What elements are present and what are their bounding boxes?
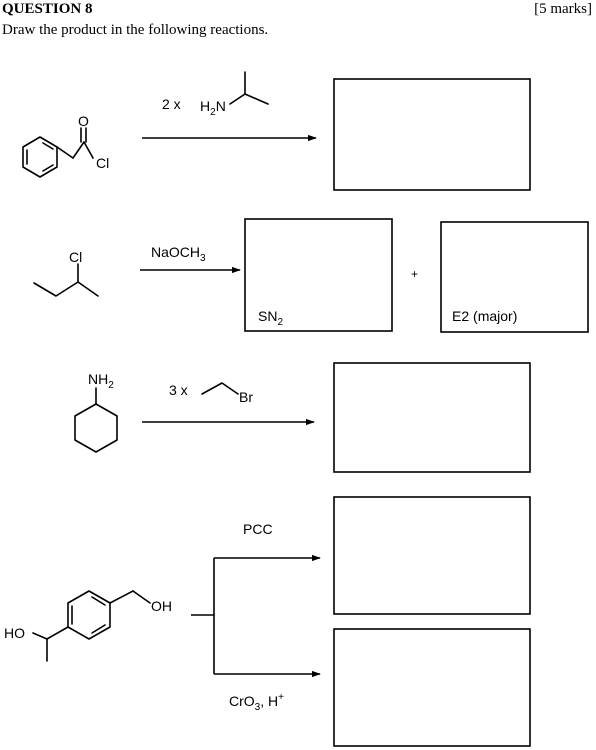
chlorine-label-2: Cl <box>69 249 82 265</box>
answer-box-pcc[interactable] <box>333 496 531 615</box>
ethyl-bromide-reagent: 3 x Br <box>169 382 253 405</box>
isopropylamine-reagent: 2 x H2N <box>162 71 269 118</box>
reaction-3: NH2 3 x Br <box>74 362 531 473</box>
pcc-label: PCC <box>243 521 273 537</box>
hydroxyl-label-left: HO <box>4 625 25 641</box>
reaction-1: O Cl 2 x H2N <box>22 71 531 191</box>
answer-box-sn2[interactable] <box>244 218 393 332</box>
amine-group-label: H2N <box>200 98 226 118</box>
chromic-acid-label: CrO3, H+ <box>229 692 284 713</box>
amine-label: NH2 <box>88 371 114 391</box>
cyclohexylamine-structure: NH2 <box>74 371 118 453</box>
answer-box-1[interactable] <box>333 78 531 191</box>
question-instruction: Draw the product in the following reacti… <box>2 22 269 38</box>
chlorine-label: Cl <box>96 155 109 171</box>
answer-box-e2[interactable] <box>440 221 589 333</box>
answer-box-3[interactable] <box>333 362 531 473</box>
question-title: QUESTION 8 <box>2 1 93 17</box>
oxygen-label: O <box>78 113 89 129</box>
bromine-label: Br <box>239 389 253 405</box>
question-marks: [5 marks] <box>534 1 592 17</box>
2-chlorobutane-structure: Cl <box>33 249 99 297</box>
diol-structure: OH HO <box>4 590 172 662</box>
reagent-multiplier-3: 3 x <box>169 382 188 398</box>
plus-sign: + <box>411 267 418 281</box>
hydroxyl-label-right: OH <box>151 598 172 614</box>
sn2-label: SN2 <box>258 308 283 328</box>
reaction-4: OH HO PCC CrO3, H+ <box>4 496 531 747</box>
reagent-multiplier: 2 x <box>162 96 181 112</box>
answer-box-jones[interactable] <box>333 628 531 747</box>
e2-label: E2 (major) <box>452 308 517 324</box>
reaction-2: Cl NaOCH3 SN2 + E2 (major) <box>33 218 589 333</box>
benzoyl-chloride-structure: O Cl <box>22 113 109 178</box>
sodium-methoxide-label: NaOCH3 <box>151 244 206 264</box>
